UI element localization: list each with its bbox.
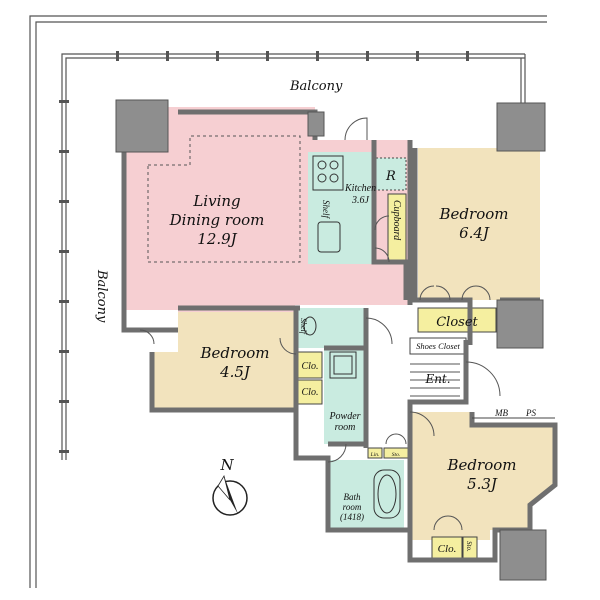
structural-columns — [115, 99, 547, 581]
sto-2-label: Sto. — [465, 541, 473, 552]
kitchen-size: 3.6J — [351, 195, 370, 206]
clo-3-label: Clo. — [438, 543, 457, 555]
entrance-stairs — [410, 363, 460, 397]
powder-room-line1: Powder — [328, 411, 360, 422]
bedroom-w-size: 4.5J — [219, 363, 251, 381]
cupboard-label: Cupboard — [391, 200, 402, 241]
clo-1-label: Clo. — [302, 361, 319, 372]
shelf-w-label: Shelf — [299, 318, 308, 336]
bedroom-6-4j-floor — [418, 135, 540, 300]
living-label-line1: Living — [192, 192, 240, 210]
mb-label: MB — [494, 408, 508, 418]
fridge-label: R — [385, 169, 396, 184]
clo-2-label: Clo. — [302, 387, 319, 398]
bedroom-ne-label: Bedroom — [439, 205, 509, 223]
lin-label: Lin. — [370, 452, 380, 458]
kitchen-floor — [308, 152, 374, 264]
powder-room-floor — [324, 348, 366, 444]
kitchen-counter — [312, 155, 344, 253]
door-swings — [139, 117, 501, 531]
bedroom-se-label: Bedroom — [447, 456, 517, 474]
kitchen-shelf-label: Shelf — [321, 200, 331, 219]
sto-1-label: Sto. — [392, 452, 400, 458]
clo-1 — [297, 351, 323, 379]
balcony-rail — [29, 15, 547, 588]
clo-2 — [297, 379, 323, 405]
entrance-label: Ent. — [424, 372, 450, 386]
living-size: 12.9J — [197, 230, 237, 248]
powder-room-line2: room — [335, 422, 356, 433]
bedroom-ne-size: 6.4J — [459, 224, 490, 242]
north-compass-icon: N — [212, 456, 248, 516]
closet-label: Closet — [436, 315, 478, 330]
bedroom-w-label: Bedroom — [200, 344, 270, 362]
kitchen-label: Kitchen — [344, 183, 376, 194]
bedroom-se-size: 5.3J — [467, 475, 498, 493]
bath-line3: (1418) — [340, 512, 364, 522]
living-dashed-outline — [147, 135, 301, 263]
ps-label: PS — [525, 408, 536, 418]
linen — [367, 447, 383, 459]
sanitary-fixtures — [303, 316, 401, 519]
compass-north-label: N — [219, 456, 234, 474]
entrance-hall — [410, 355, 466, 403]
bedroom-4-5j-floor — [152, 312, 295, 410]
balcony-rail-posts — [59, 51, 469, 453]
bedroom-5-3j-floor — [412, 412, 555, 540]
bath-line1: Bath — [344, 492, 361, 502]
toilet-floor — [298, 308, 366, 348]
balcony-top-label: Balcony — [289, 79, 343, 94]
living-label-line2: Dining room — [169, 211, 265, 229]
balcony-left-label: Balcony — [94, 269, 109, 323]
shoes-closet-label: Shoes Closet — [416, 341, 460, 351]
closet-ne — [417, 307, 497, 333]
bath-line2: room — [343, 502, 362, 512]
